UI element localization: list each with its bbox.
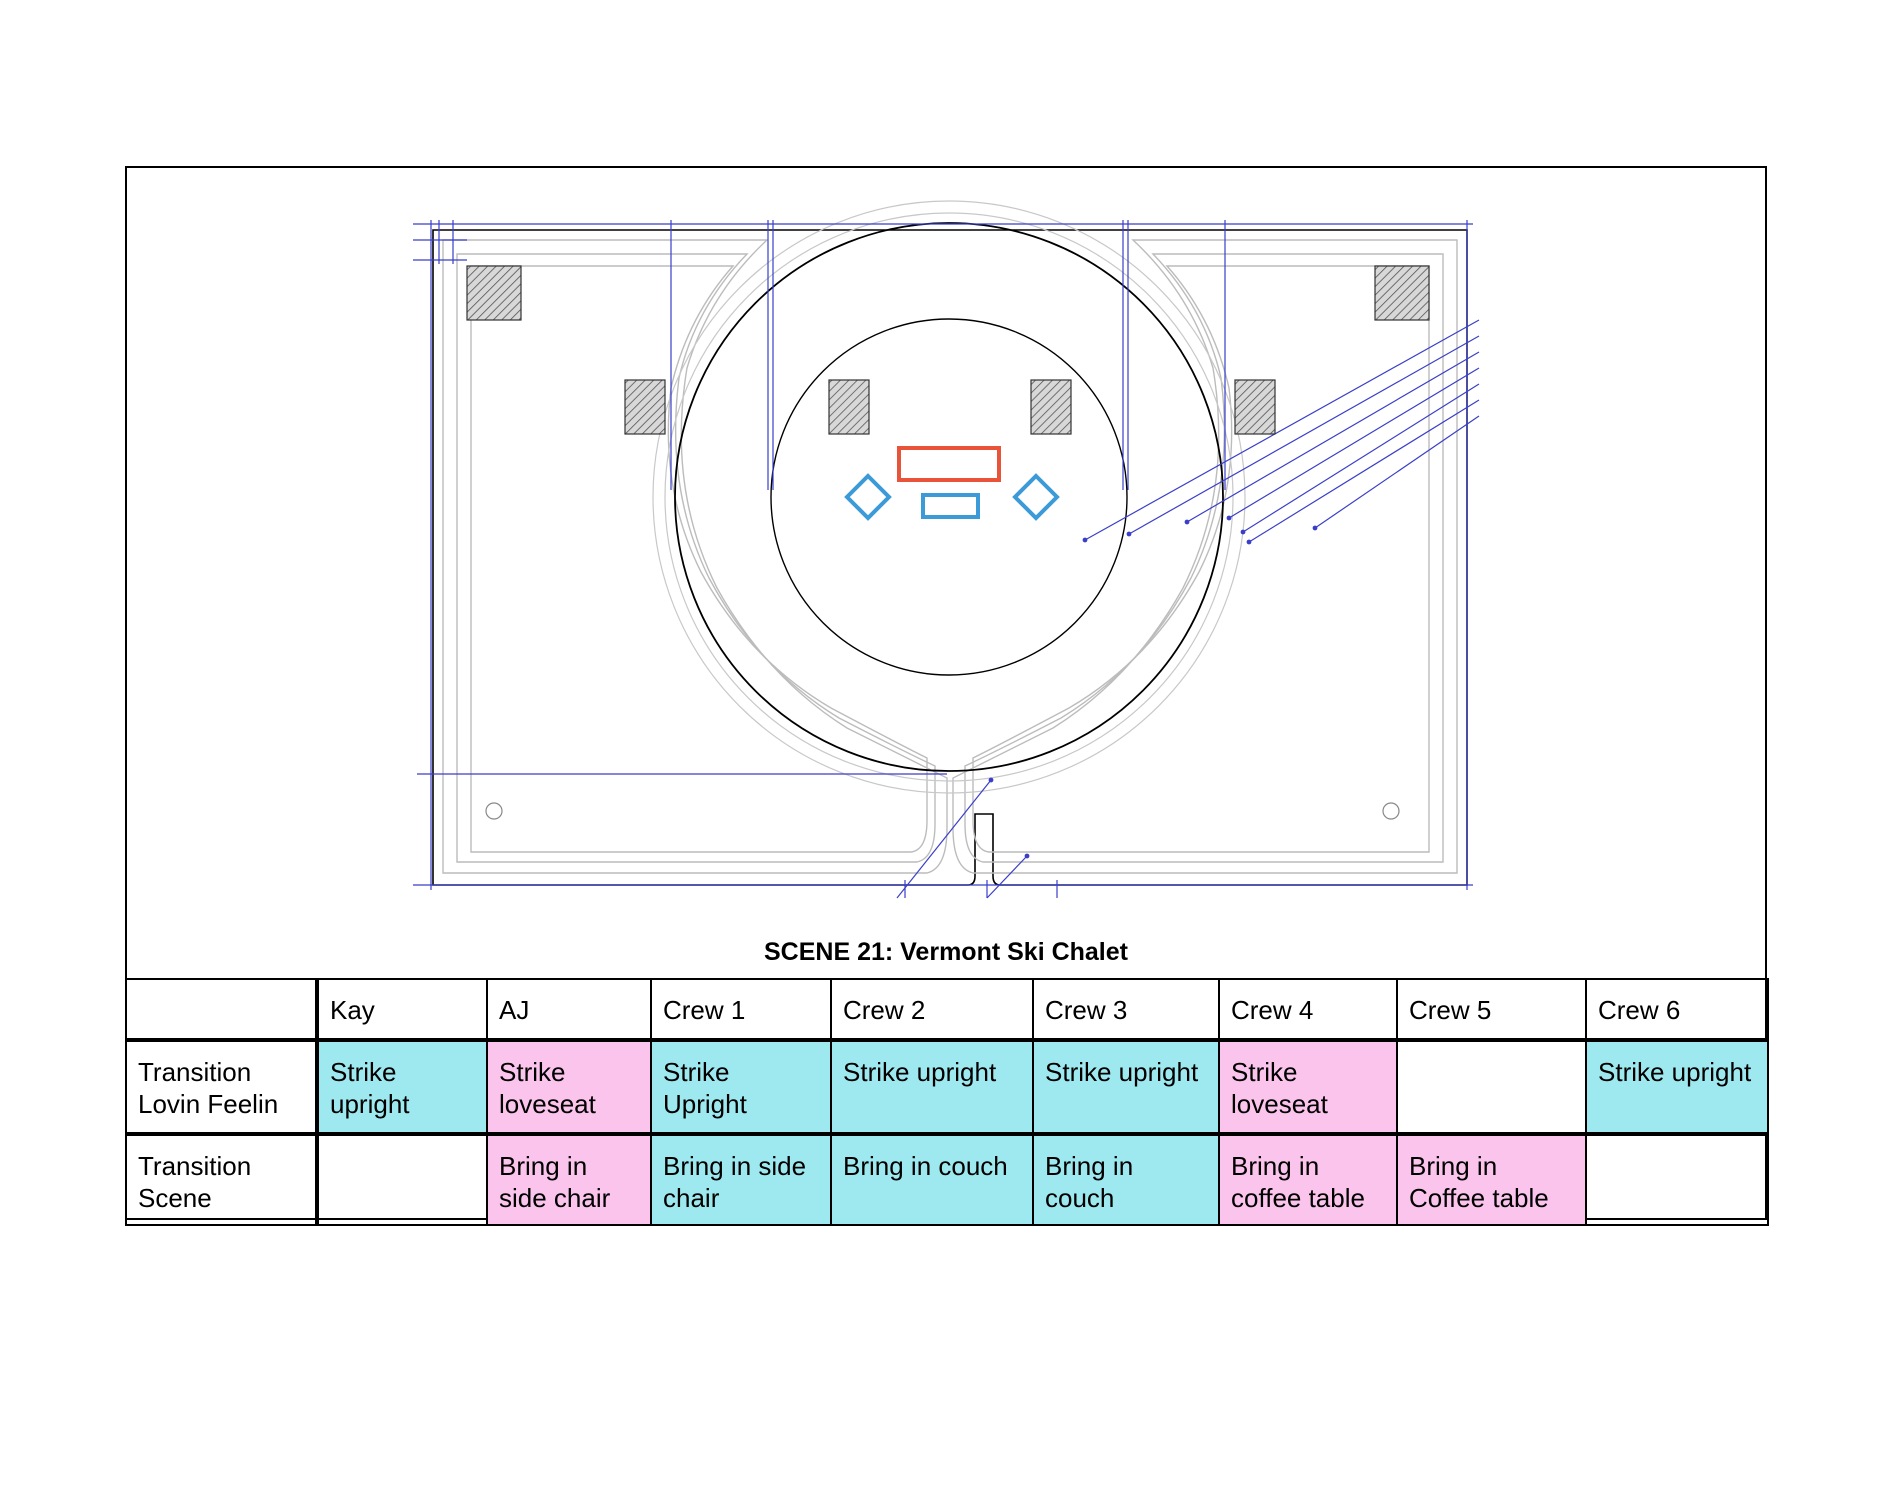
column-header-crew-4: Crew 4 [1218,978,1398,1042]
task-cell: Bring in couch [1032,1133,1220,1226]
task-cell: Bring in side chair [486,1133,652,1226]
task-cell: Bring in Coffee table [1396,1133,1587,1226]
couch-prop [897,446,1001,482]
column-header-aj: AJ [486,978,652,1042]
column-header-crew-1: Crew 1 [650,978,832,1042]
row-header-transition-scene: Transition Scene [125,1133,319,1226]
stage-diagram [127,168,1765,978]
markers [485,802,1400,820]
task-cell: Strike Upright [650,1039,832,1136]
scene-title: SCENE 21: Vermont Ski Chalet [763,938,1128,966]
row-header-line-1: Transition [138,1057,252,1087]
side-chair-right-prop [1012,473,1060,521]
task-cell: Strike upright [1032,1039,1220,1136]
table-corner-cell [125,978,319,1042]
column-header-crew-6: Crew 6 [1585,978,1769,1042]
task-cell: Strike loveseat [486,1039,652,1136]
task-cell [1585,1133,1769,1226]
row-header-line-1: Transition [138,1151,252,1181]
arrow-heads [988,515,1318,859]
task-cell: Strike upright [830,1039,1034,1136]
crew-assignment-table: Kay AJ Crew 1 Crew 2 Crew 3 Crew 4 Crew … [125,978,1769,1226]
table-header-row: Kay AJ Crew 1 Crew 2 Crew 3 Crew 4 Crew … [125,978,1769,1042]
coffee-table-prop [921,493,980,519]
row-header-transition-lovin-feelin: Transition Lovin Feelin [125,1039,319,1136]
platforms [466,265,1430,435]
task-cell: Strike upright [1585,1039,1769,1136]
stage-outline [432,229,1468,886]
table-row-transition-scene: Transition Scene Bring in side chair Bri… [125,1133,1769,1226]
row-header-line-2: Lovin Feelin [138,1089,279,1119]
task-cell: Bring in couch [830,1133,1034,1226]
task-cell [316,1133,488,1226]
task-cell: Bring in side chair [650,1133,832,1226]
column-header-crew-3: Crew 3 [1032,978,1220,1042]
column-header-kay: Kay [316,978,488,1042]
column-header-crew-5: Crew 5 [1396,978,1587,1042]
side-chair-left-prop [844,473,892,521]
stage-plan-svg [413,200,1480,899]
props [844,446,1060,521]
task-cell: Bring in coffee table [1218,1133,1398,1226]
column-header-crew-2: Crew 2 [830,978,1034,1042]
guide-lines [413,220,1480,899]
stage-tracks [442,239,1458,874]
table-row-transition-lovin-feelin: Transition Lovin Feelin Strike upright S… [125,1039,1769,1136]
task-cell: Strike loveseat [1218,1039,1398,1136]
task-cell [1396,1039,1587,1136]
turntable [652,200,1246,794]
task-cell: Strike upright [316,1039,488,1136]
scene-frame: SCENE 21: Vermont Ski Chalet Kay AJ Crew… [125,166,1769,1226]
row-header-line-2: Scene [138,1183,212,1213]
